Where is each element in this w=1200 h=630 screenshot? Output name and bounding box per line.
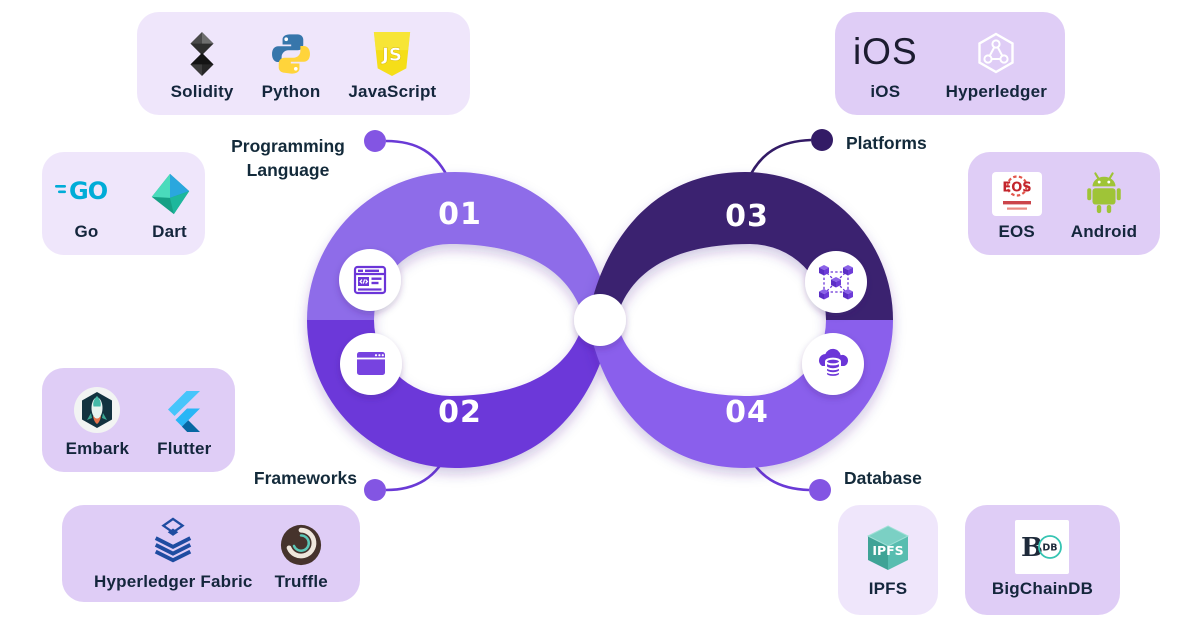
- card-programming-languages: Solidity Python JS JavaScript: [137, 12, 470, 115]
- tech-label: EOS: [998, 222, 1035, 242]
- svg-text:EOS: EOS: [1002, 181, 1031, 196]
- step-number-01: 01: [438, 197, 482, 232]
- step-number-03: 03: [725, 199, 769, 234]
- tech-item-android: Android: [1071, 165, 1138, 242]
- tech-label: JavaScript: [348, 82, 437, 102]
- android-icon: [1081, 165, 1127, 217]
- truffle-icon: [279, 515, 323, 567]
- tech-item-python: Python: [262, 25, 321, 102]
- tech-item-hyperledger: Hyperledger: [946, 25, 1047, 102]
- card-fabric-truffle: Hyperledger Fabric Truffle: [62, 505, 360, 602]
- go-icon: GO: [54, 165, 119, 217]
- tech-label: Truffle: [274, 572, 328, 592]
- tech-label: BigChainDB: [991, 578, 1094, 598]
- center-hub-circle: [574, 294, 626, 346]
- card-eos-android: EOS EOS Android: [968, 152, 1160, 255]
- label-frameworks: Frameworks: [253, 468, 357, 488]
- ipfs-icon: IPFS: [862, 522, 914, 574]
- dot-programming-language: [364, 130, 386, 152]
- tech-label: Embark: [65, 438, 130, 458]
- dot-frameworks: [364, 479, 386, 501]
- tech-item-dart: Dart: [147, 165, 193, 242]
- eos-icon: EOS: [991, 165, 1043, 217]
- tech-label: iOS: [870, 82, 901, 102]
- card-ipfs: IPFS IPFS: [838, 505, 938, 615]
- tech-label: Solidity: [170, 82, 234, 102]
- ios-wordmark-icon: iOS: [852, 30, 918, 72]
- card-bigchaindb: B DB BigChainDB: [965, 505, 1120, 615]
- svg-text:GO: GO: [69, 177, 108, 205]
- step-number-04: 04: [725, 395, 769, 430]
- tech-label: Hyperledger Fabric: [94, 572, 253, 592]
- tech-item-ipfs: IPFS IPFS: [862, 522, 914, 599]
- tech-item-hyperledger-fabric: Hyperledger Fabric: [94, 515, 253, 592]
- svg-text:IPFS: IPFS: [872, 543, 903, 558]
- card-ios-hyperledger: iOS iOS Hyperledger: [835, 12, 1065, 115]
- tech-label: Hyperledger: [945, 82, 1048, 102]
- blockchain-cubes-icon: [805, 251, 867, 313]
- code-browser-icon: [339, 249, 401, 311]
- dot-platforms: [811, 129, 833, 151]
- tech-item-go: GO Go: [54, 165, 119, 242]
- tech-label: IPFS: [868, 578, 908, 598]
- tech-item-flutter: Flutter: [157, 382, 211, 459]
- tech-item-javascript: JS JavaScript: [348, 25, 436, 102]
- hyperledger-icon: [972, 25, 1020, 77]
- cloud-database-icon: [802, 333, 864, 395]
- tech-item-embark: Embark: [66, 382, 130, 459]
- javascript-icon: JS: [371, 25, 413, 77]
- tech-item-eos: EOS EOS: [991, 165, 1043, 242]
- card-embark-flutter: Embark Flutter: [42, 368, 235, 472]
- tech-label: Android: [1070, 222, 1138, 242]
- flutter-icon: [162, 382, 206, 434]
- tech-label: Python: [261, 82, 321, 102]
- tech-label: Go: [74, 222, 99, 242]
- dot-database: [809, 479, 831, 501]
- tech-item-ios: iOS iOS: [853, 25, 918, 102]
- label-platforms: Platforms: [846, 133, 927, 153]
- tech-label: Dart: [152, 222, 187, 242]
- label-programming-language: Programming Language: [231, 136, 345, 181]
- svg-text:JS: JS: [381, 45, 403, 66]
- svg-text:DB: DB: [1043, 542, 1058, 553]
- browser-window-icon: [340, 333, 402, 395]
- python-icon: [268, 25, 314, 77]
- embark-icon: [73, 382, 121, 434]
- svg-text:B: B: [1021, 533, 1043, 563]
- dart-icon: [147, 165, 193, 217]
- label-database: Database: [844, 468, 922, 488]
- hyperledger-fabric-icon: [148, 515, 198, 567]
- tech-item-bigchaindb: B DB BigChainDB: [991, 519, 1094, 599]
- tech-label: Flutter: [157, 438, 212, 458]
- bigchaindb-icon: B DB: [1015, 519, 1070, 574]
- step-number-02: 02: [438, 395, 482, 430]
- tech-item-solidity: Solidity: [171, 25, 234, 102]
- card-go-dart: GO Go Dart: [42, 152, 205, 255]
- solidity-icon: [179, 25, 225, 77]
- tech-item-truffle: Truffle: [275, 515, 328, 592]
